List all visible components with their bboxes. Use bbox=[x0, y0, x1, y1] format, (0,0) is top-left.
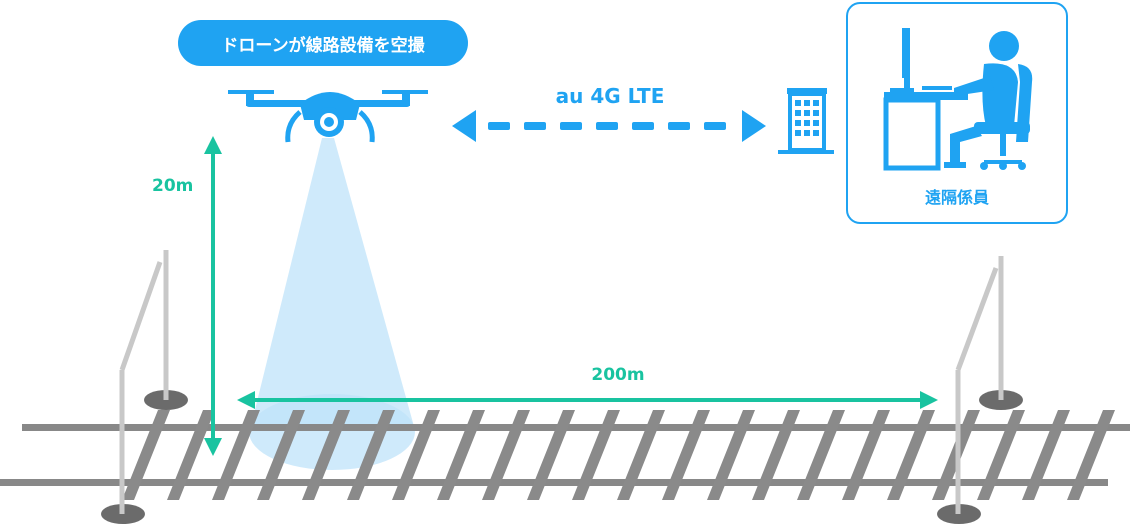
sleeper bbox=[167, 410, 215, 500]
building-window bbox=[813, 100, 819, 106]
link-dash bbox=[632, 122, 654, 130]
building-windows bbox=[795, 100, 819, 136]
sleeper bbox=[482, 410, 530, 500]
rail-upper bbox=[22, 424, 1130, 431]
building-window bbox=[813, 110, 819, 116]
building-window bbox=[804, 130, 810, 136]
sleeper bbox=[572, 410, 620, 500]
sleeper bbox=[662, 410, 710, 500]
building-window bbox=[795, 130, 801, 136]
link-dash bbox=[668, 122, 690, 130]
sleeper bbox=[752, 410, 800, 500]
signal-pole-icon bbox=[101, 250, 188, 524]
altitude-label: 20m bbox=[152, 176, 194, 196]
link-dash bbox=[524, 122, 546, 130]
sleeper bbox=[797, 410, 845, 500]
sleepers bbox=[122, 410, 1115, 500]
sleeper bbox=[302, 410, 350, 500]
drone-icon bbox=[228, 90, 428, 143]
railway-track bbox=[0, 410, 1130, 500]
link-dash bbox=[488, 122, 510, 130]
building-window bbox=[813, 130, 819, 136]
link-dash bbox=[704, 122, 726, 130]
sleeper bbox=[527, 410, 575, 500]
dashed-link bbox=[488, 122, 726, 130]
sleeper bbox=[1022, 410, 1070, 500]
double-arrow-icon bbox=[452, 110, 766, 142]
drone-caption-badge: ドローンが線路設備を空撮 bbox=[178, 20, 468, 66]
link-dash bbox=[596, 122, 618, 130]
sleeper bbox=[887, 410, 935, 500]
distance-label: 200m bbox=[591, 365, 645, 385]
network-label: au 4G LTE bbox=[555, 84, 665, 108]
rail-lower bbox=[0, 479, 1108, 486]
sleeper bbox=[212, 410, 260, 500]
building-icon bbox=[778, 88, 834, 154]
signal-pole-icon bbox=[937, 256, 1023, 524]
remote-operator-panel: 遠隔係員 bbox=[846, 2, 1068, 224]
drone-caption: ドローンが線路設備を空撮 bbox=[221, 35, 425, 56]
altitude-arrow bbox=[204, 136, 222, 456]
sleeper bbox=[707, 410, 755, 500]
camera-beam bbox=[250, 138, 415, 430]
operator-label: 遠隔係員 bbox=[924, 188, 989, 207]
building-window bbox=[795, 120, 801, 126]
sleeper bbox=[347, 410, 395, 500]
building-window bbox=[804, 120, 810, 126]
distance-arrow bbox=[237, 391, 938, 409]
sleeper bbox=[392, 410, 440, 500]
building-window bbox=[804, 100, 810, 106]
sleeper bbox=[842, 410, 890, 500]
sleeper bbox=[122, 410, 170, 500]
sleeper bbox=[1067, 410, 1115, 500]
sleeper bbox=[977, 410, 1025, 500]
operator-at-desk-icon bbox=[883, 28, 1033, 171]
building-window bbox=[795, 110, 801, 116]
sleeper bbox=[617, 410, 665, 500]
building-window bbox=[795, 100, 801, 106]
sleeper bbox=[257, 410, 305, 500]
building-window bbox=[813, 120, 819, 126]
building-window bbox=[804, 110, 810, 116]
link-dash bbox=[560, 122, 582, 130]
sleeper bbox=[437, 410, 485, 500]
